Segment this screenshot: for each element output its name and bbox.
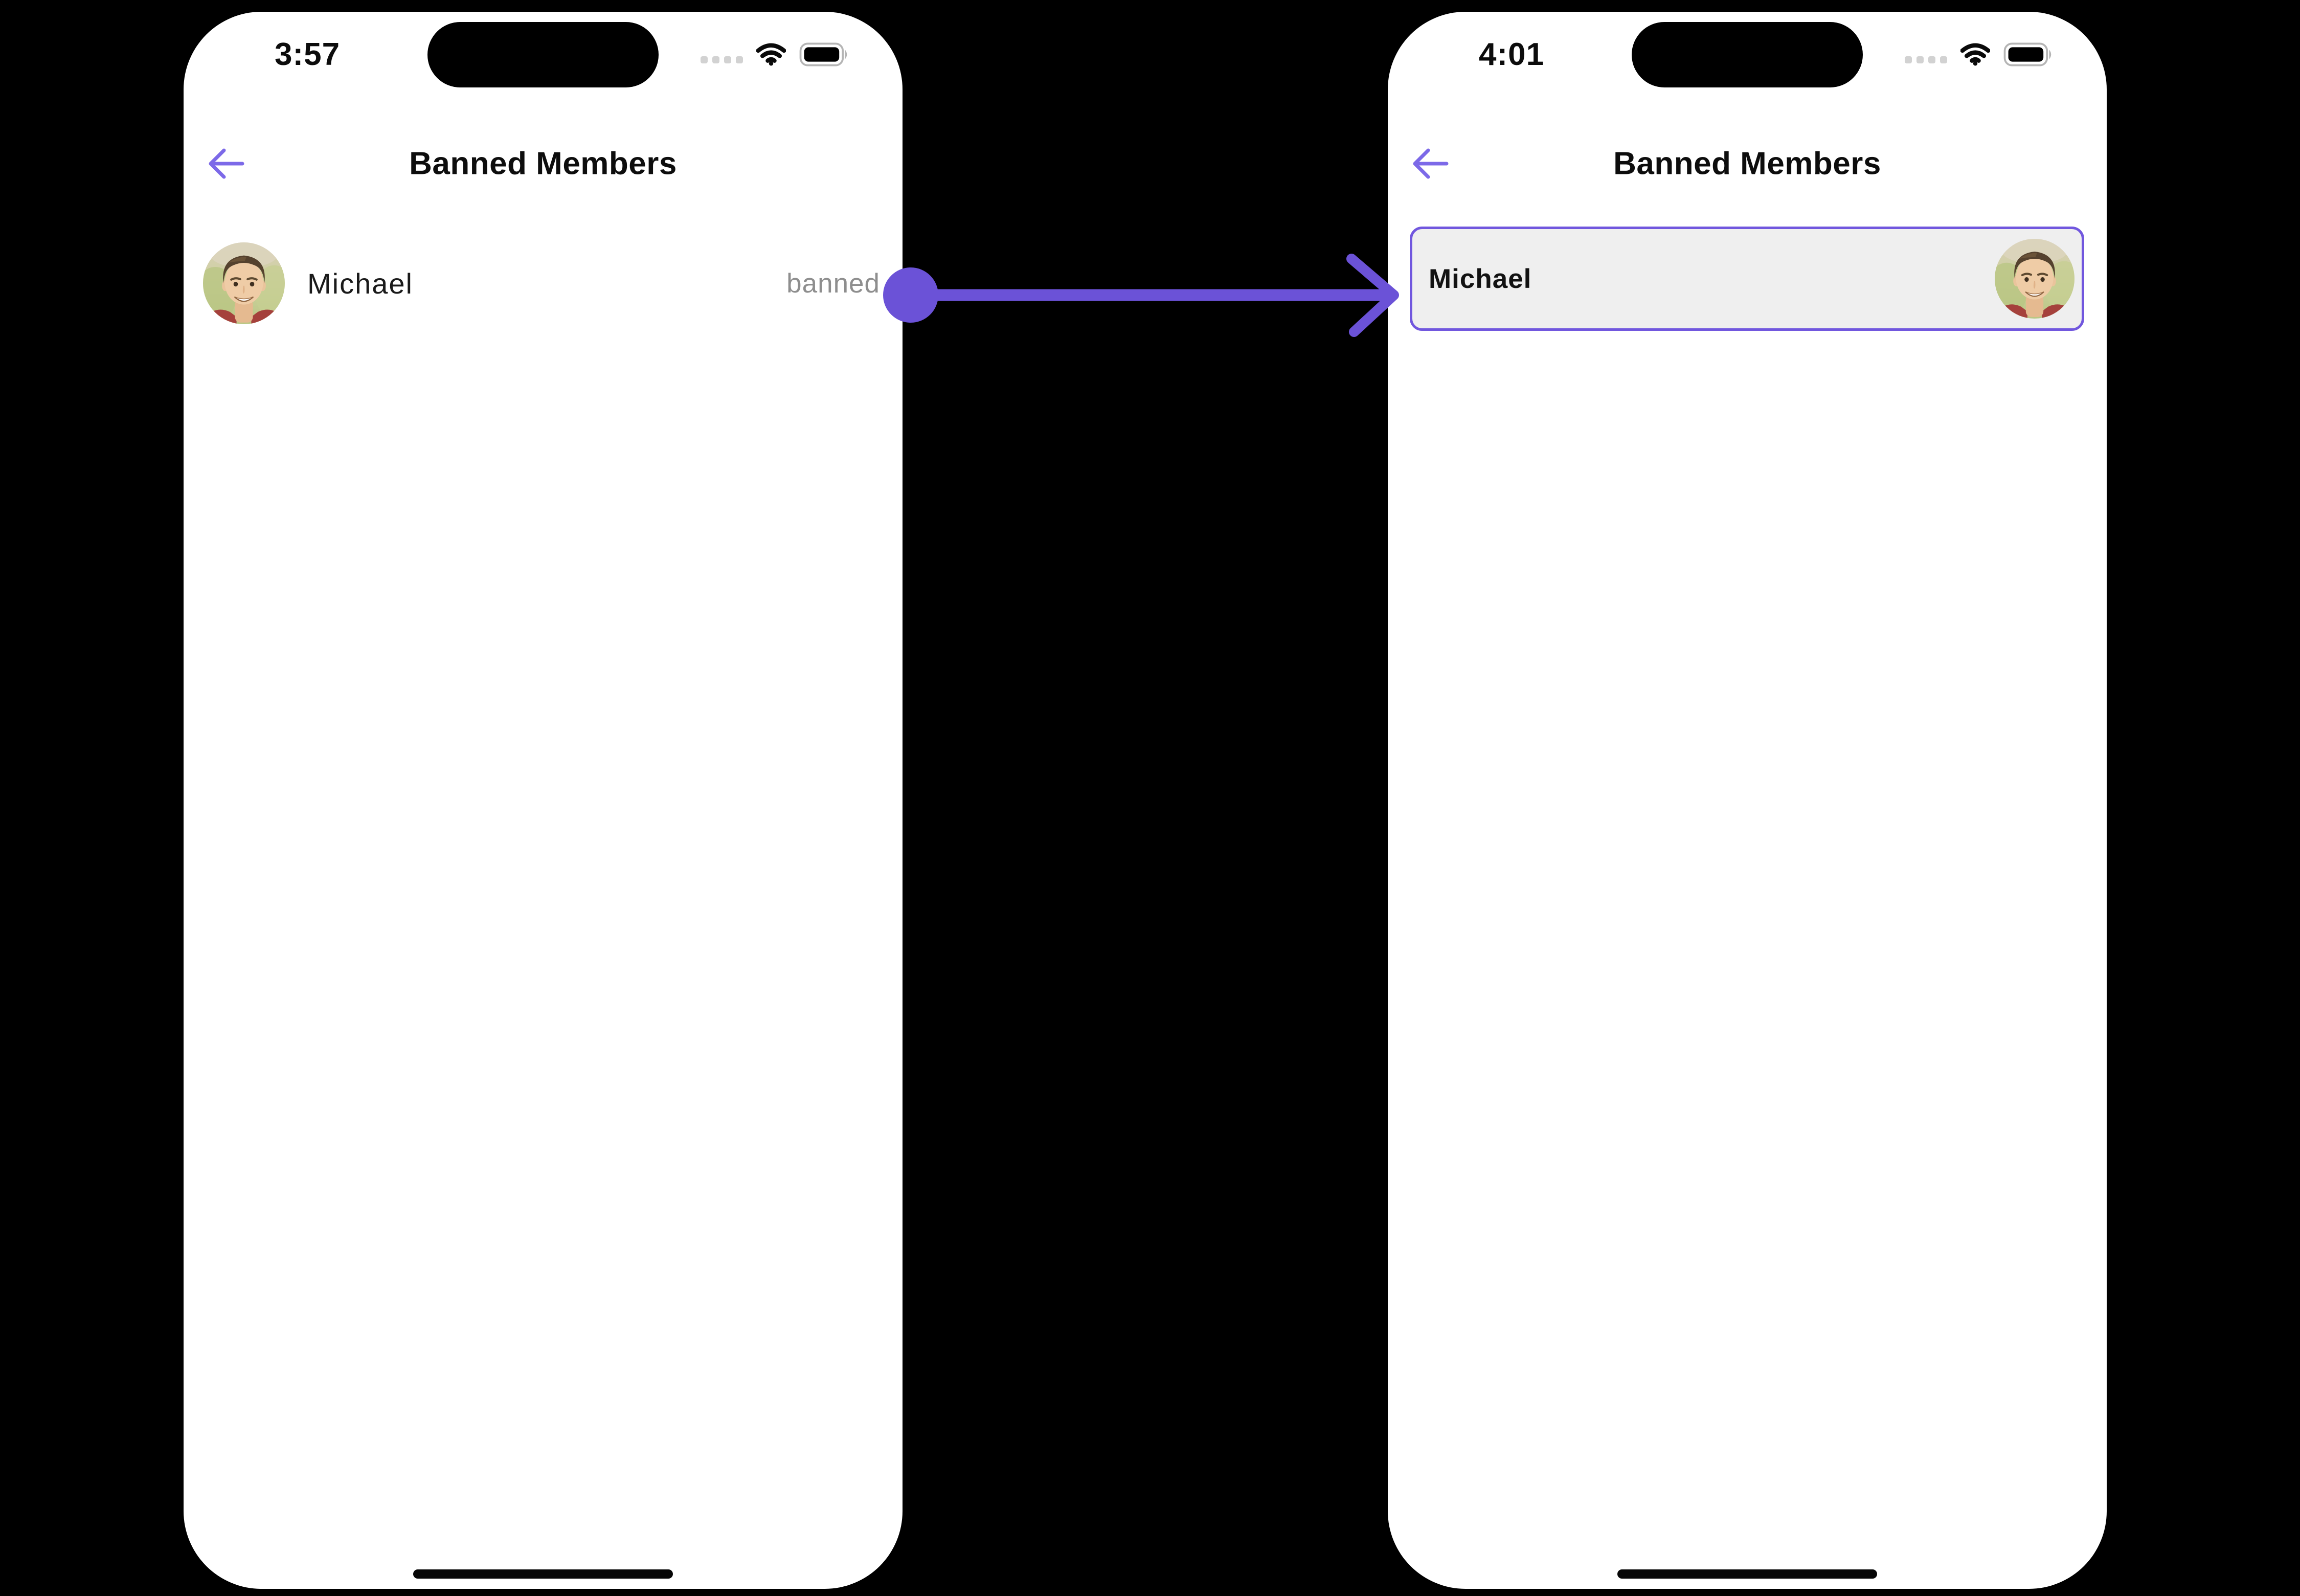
nav-header: Banned Members — [184, 132, 903, 195]
member-avatar — [203, 242, 285, 324]
cellular-signal-icon — [701, 56, 743, 63]
status-icons — [1905, 42, 2055, 66]
member-name: Michael — [1429, 263, 1532, 294]
signal-dot — [1940, 56, 1947, 63]
dynamic-island — [427, 22, 659, 87]
signal-dot — [701, 56, 708, 63]
highlighted-member-card[interactable]: Michael — [1410, 227, 2084, 331]
wifi-icon — [1960, 43, 1990, 66]
signal-dot — [712, 56, 719, 63]
signal-dot — [724, 56, 731, 63]
phone-frame-before: 3:57 Banned Members Michael banned — [184, 12, 903, 1589]
banned-member-row[interactable]: Michael banned — [184, 241, 903, 326]
status-bar: 3:57 — [184, 21, 903, 87]
signal-dot — [1928, 56, 1935, 63]
phone-frame-after: 4:01 Banned Members Michael — [1388, 12, 2107, 1589]
cellular-signal-icon — [1905, 56, 1947, 63]
member-avatar — [1995, 239, 2074, 319]
signal-dot — [1905, 56, 1912, 63]
signal-dot — [736, 56, 743, 63]
nav-header: Banned Members — [1388, 132, 2107, 195]
battery-icon — [799, 42, 850, 66]
status-time: 3:57 — [275, 36, 341, 72]
page-title: Banned Members — [409, 146, 677, 182]
home-indicator[interactable] — [413, 1569, 673, 1579]
banned-status-label: banned — [786, 268, 880, 299]
status-time: 4:01 — [1479, 36, 1545, 72]
status-icons — [701, 42, 850, 66]
battery-icon — [2003, 42, 2055, 66]
wifi-icon — [756, 43, 786, 66]
signal-dot — [1916, 56, 1924, 63]
page-title: Banned Members — [1613, 146, 1881, 182]
dynamic-island — [1632, 22, 1863, 87]
member-name: Michael — [307, 267, 413, 300]
home-indicator[interactable] — [1617, 1569, 1877, 1579]
status-bar: 4:01 — [1388, 21, 2107, 87]
